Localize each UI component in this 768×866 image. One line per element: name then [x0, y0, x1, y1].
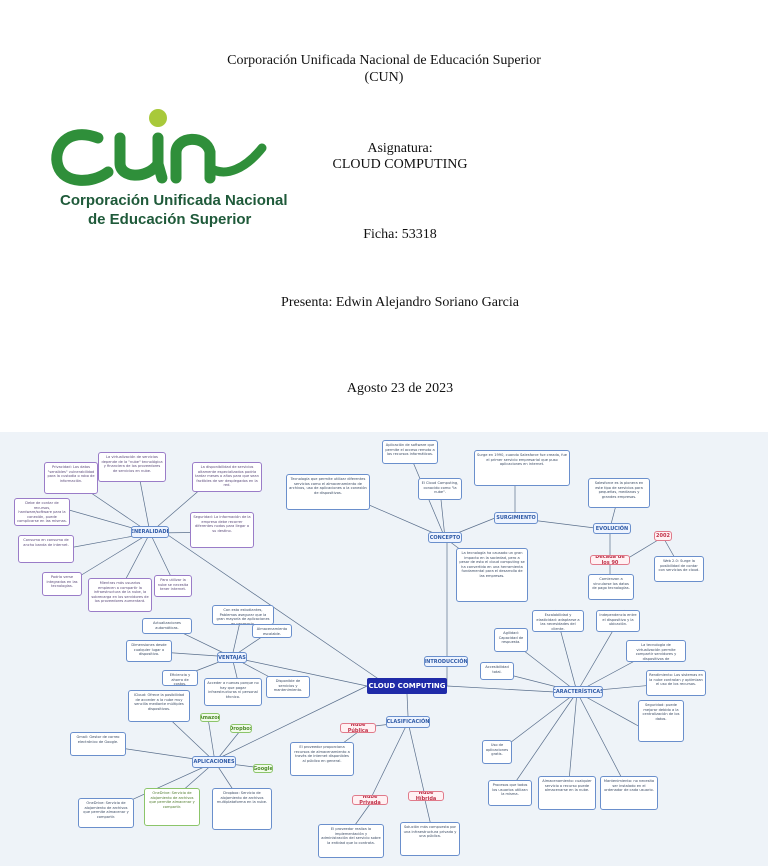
note-estudiantes: Con esto estudiantes, Pablemos asegurar …: [212, 605, 274, 625]
note-disponible: Disponible de servicios y mantenimiento.: [266, 676, 310, 698]
note-disponibilidad: La disponibilidad de servicios altamente…: [192, 462, 262, 492]
note-independencia: Independencia entre el dispositivo y la …: [596, 610, 640, 632]
subject-name: CLOUD COMPUTING: [332, 157, 468, 172]
note-dimensiones: Dimensiones desde cualquier lugar o disp…: [126, 640, 172, 662]
note-integrados: Podría verse integrados en las tecnologí…: [42, 572, 82, 596]
cun-logo: Corporación Unificada Nacional de Educac…: [50, 108, 288, 233]
hub-aplicaciones: APLICACIONES: [192, 756, 236, 768]
cun-wordmark: [51, 109, 267, 186]
note-virtualizacion-tec: La tecnología de virtualización permite …: [626, 640, 686, 662]
hub-clasificacion: CLASIFICACIÓN: [386, 716, 430, 728]
hub-nube-hibrida: Nube Híbrida: [408, 791, 444, 801]
hub-introduccion: INTRODUCCIÓN: [424, 656, 468, 667]
note-agilidad: Agilidad: Capacidad de respuesta.: [494, 628, 528, 652]
hub-dropbox: Dropbox: [230, 724, 252, 733]
note-virtualizacion: La virtualización de servicios depende d…: [98, 452, 166, 482]
hub-amazon: Amazon: [200, 713, 220, 722]
note-impacto: La tecnología ha causado un gran impacto…: [456, 548, 528, 602]
hub-surgimiento: SURGIMIENTO: [494, 512, 538, 524]
note-dropbox: Dropbox: Servicio de alojamiento de arch…: [212, 788, 272, 830]
note-nube-hibrida: Solución más compuesta por una infraestr…: [400, 822, 460, 856]
note-accesibilidad: Accesibilidad total.: [480, 662, 514, 680]
note-recursos: Debe de contar de recursos, hardware/sof…: [14, 498, 70, 526]
note-gmail: Gmail: Gestor de correo electrónico de G…: [70, 732, 126, 756]
note-amazon: OneDrive: Servicio de alojamiento de arc…: [144, 788, 200, 826]
note-icloud: ICloud: Ofrece la posibilidad de acceder…: [128, 690, 190, 722]
note-escalabilidad: Escalabilidad y elasticidad: adaptarse a…: [532, 610, 584, 632]
hub-generalidades: GENERALIDADES: [131, 526, 169, 538]
note-sobrecarga: Mientras más usuarios empiecen a compart…: [88, 578, 152, 612]
note-surge-1990: Surge en 1990, cuando Salesforce fue cre…: [474, 450, 570, 486]
hub-caracteristicas: CARACTERÍSTICAS: [553, 686, 603, 698]
hub-ventajas: VENTAJAS: [217, 652, 247, 663]
note-privacidad: Privacidad: Los datos "sensibles" vulner…: [44, 462, 98, 494]
hub-concepto: CONCEPTO: [428, 532, 462, 543]
institution-name: Corporación Unificada Nacional de Educac…: [227, 53, 541, 68]
note-vincularse: Comienzan a vincularse los datos de pago…: [588, 574, 634, 600]
author: Presenta: Edwin Alejandro Soriano Garcia: [281, 295, 519, 310]
date: Agosto 23 de 2023: [346, 381, 454, 396]
ficha: Ficha: 53318: [363, 227, 437, 242]
hub-google: Google: [253, 764, 273, 773]
hub-nube-privada: Nube Privada: [352, 795, 388, 805]
note-seguridad-car: Seguridad: puede mejorar debido a la cen…: [638, 700, 684, 742]
note-cloud-conocido: El Cloud Computing, conocido como "la nu…: [418, 478, 462, 500]
hub-decada-90: Década de los 90: [590, 555, 630, 565]
note-procesos: Procesos que todos los usuarios utilizan…: [488, 780, 532, 806]
central-topic: CLOUD COMPUTING: [367, 678, 447, 694]
note-nube-privada: El proveedor realiza la implementación y…: [318, 824, 384, 858]
note-consumo: Consumo en consumo de ancho banda de int…: [18, 535, 74, 563]
note-uso-gratis: Uso de aplicaciones gratis.: [482, 740, 512, 764]
note-web20: Web 2.0: Surge la posibilidad de contar …: [654, 556, 704, 582]
institution-acronym: (CUN): [364, 70, 404, 85]
note-salesforce: Salesforce es la pionera en este tipo de…: [588, 478, 650, 508]
note-onedrive: OneDrive: Servicio de alojamiento de arc…: [78, 798, 134, 828]
hub-nube-publica: Nube Pública: [340, 723, 376, 733]
note-almacenamiento: Almacenamiento: cualquier servicio o rec…: [538, 776, 596, 810]
note-nube-publica: El proveedor proporciona recursos de alm…: [290, 742, 354, 776]
note-almacenamiento-escalable: Almacenamiento escalable.: [252, 624, 292, 638]
note-aplicacion-software: Aplicación de software que permite el ac…: [382, 440, 438, 464]
hub-evolucion: EVOLUCIÓN: [593, 523, 631, 534]
note-actualizaciones: Actualizaciones automáticas.: [142, 618, 192, 634]
logo-name-line1: Corporación Unificada Nacional: [60, 192, 288, 209]
note-tecnologia: Tecnología que permite utilizar diferent…: [286, 474, 370, 510]
hub-2002: 2002: [654, 531, 672, 541]
note-rendimiento: Rendimiento: Los sistemas en la nube con…: [646, 670, 706, 696]
note-internet: Para utilizar la nube se necesita tener …: [154, 575, 192, 597]
note-mantenimiento: Mantenimiento: no necesita ser instalado…: [600, 776, 658, 810]
logo-name-line2: de Educación Superior: [88, 211, 252, 228]
note-seguridad: Seguridad: La información de la empresa …: [190, 512, 254, 548]
subject-label: Asignatura:: [367, 141, 433, 156]
note-acceder: Acceder a nuevas porque no hay que pagar…: [204, 678, 262, 706]
note-eficiencia: Eficiencia y ahorro de costos.: [162, 670, 198, 686]
